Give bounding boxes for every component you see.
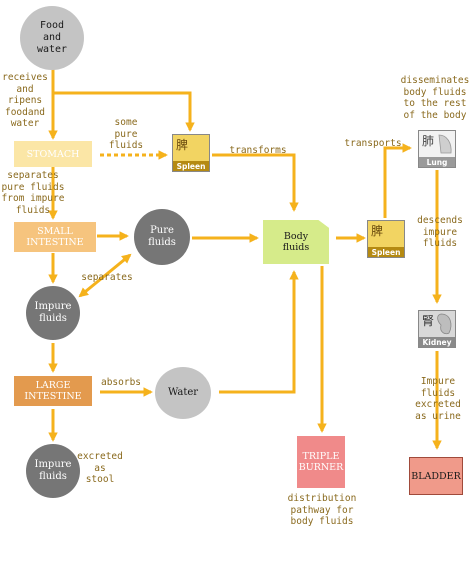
label-excreted-urine: Impure fluids excreted as urine <box>415 376 461 422</box>
impure-fluids-2-text: Impure fluids <box>34 459 72 482</box>
arrow-separates <box>78 253 132 298</box>
kidney-illustration: 腎 <box>419 311 455 337</box>
food-water-node: Food and water <box>20 6 84 70</box>
pure-fluids-text: Pure fluids <box>148 225 176 248</box>
food-water-text: Food and water <box>36 20 68 55</box>
impure-fluids-node-1: Impure fluids <box>26 286 80 340</box>
stomach-node: STOMACH <box>14 141 92 167</box>
label-transforms: transforms <box>229 145 287 156</box>
label-disseminates: disseminates body fluids to the rest of … <box>400 75 470 121</box>
spleen-right-glyph: 脾 <box>371 224 384 238</box>
small-intestine-node: SMALL INTESTINE <box>14 222 96 252</box>
label-descends: descends impure fluids <box>417 215 463 249</box>
lung-label: Lung <box>426 157 448 167</box>
arrow-spleen2-lung <box>383 143 412 218</box>
kidney-icon <box>437 313 452 335</box>
spleen-top-node: 脾 Spleen <box>172 134 210 172</box>
arrow-food-spleen <box>53 91 195 132</box>
label-some-pure-fluids: some pure fluids <box>108 117 144 151</box>
spleen-top-label: Spleen <box>176 161 206 171</box>
kidney-glyph: 腎 <box>422 314 435 328</box>
spleen-right-bar: Spleen <box>368 247 404 257</box>
label-separates: separates <box>81 272 133 283</box>
lung-icon <box>438 134 452 154</box>
body-fluids-node: Body fluids <box>263 220 329 264</box>
pure-fluids-node: Pure fluids <box>134 209 190 265</box>
label-receives: receives and ripens foodand water <box>2 72 48 129</box>
impure-fluids-1-text: Impure fluids <box>34 301 72 324</box>
water-node: Water <box>155 367 211 419</box>
large-intestine-node: LARGE INTESTINE <box>14 376 92 406</box>
label-distribution: distribution pathway for body fluids <box>287 493 357 527</box>
arrow-spleen-bodyfluids <box>212 153 299 212</box>
spleen-top-bar: Spleen <box>173 161 209 171</box>
kidney-label: Kidney <box>422 337 452 347</box>
arrow-water-bodyfluids <box>219 270 299 394</box>
label-separates-pure: separates pure fluids from impure fluids <box>1 170 65 216</box>
spleen-right-illustration: 脾 <box>368 221 404 247</box>
bladder-text: BLADDER <box>411 470 461 482</box>
kidney-bar: Kidney <box>419 337 455 347</box>
spleen-right-label: Spleen <box>371 247 401 257</box>
spleen-top-glyph: 脾 <box>176 138 189 152</box>
label-absorbs: absorbs <box>100 377 142 388</box>
body-fluids-text: Body fluids <box>282 231 310 253</box>
impure-fluids-node-2: Impure fluids <box>26 444 80 498</box>
label-excreted-stool: excreted as stool <box>77 451 123 485</box>
kidney-node: 腎 Kidney <box>418 310 456 348</box>
lung-bar: Lung <box>419 157 455 167</box>
water-text: Water <box>167 387 199 398</box>
spleen-top-illustration: 脾 <box>173 135 209 161</box>
lung-node: 肺 Lung <box>418 130 456 168</box>
triple-burner-node: TRIPLE BURNER <box>297 436 345 488</box>
lung-glyph: 肺 <box>422 134 435 148</box>
small-intestine-text: SMALL INTESTINE <box>26 226 84 248</box>
label-transports: transports <box>344 138 402 149</box>
stomach-text: STOMACH <box>26 148 80 160</box>
large-intestine-text: LARGE INTESTINE <box>24 380 82 402</box>
lung-illustration: 肺 <box>419 131 455 157</box>
triple-burner-text: TRIPLE BURNER <box>298 451 344 473</box>
bladder-node: BLADDER <box>409 457 463 495</box>
spleen-right-node: 脾 Spleen <box>367 220 405 258</box>
